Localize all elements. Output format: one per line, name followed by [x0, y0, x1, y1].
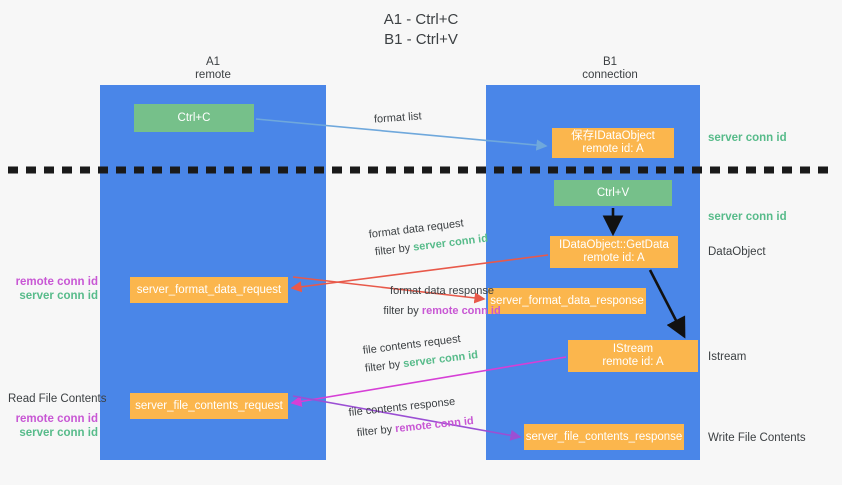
label-file-contents-response: file contents response filter by remote …: [348, 393, 474, 442]
box-server-file-contents-request[interactable]: server_file_contents_request: [130, 393, 288, 419]
label-fdres-filter-prefix: filter by: [383, 305, 422, 317]
side-label-dataobject: DataObject: [708, 246, 766, 258]
box-getdata-line1: IDataObject::GetData: [559, 239, 669, 251]
side-label-istream: Istream: [708, 351, 747, 363]
label-fcres-filter-value: remote conn id: [394, 414, 475, 436]
side-label-server-conn-id-mid: server conn id: [708, 211, 787, 223]
label-fcreq-filter-prefix: filter by: [364, 358, 405, 375]
label-format-list-text: format list: [373, 110, 423, 126]
lane-header-b1: B1 connection: [540, 56, 680, 82]
box-server-format-data-response-label: server_format_data_response: [490, 294, 644, 307]
lane-b1-sub: connection: [582, 69, 638, 81]
box-ctrl-c[interactable]: Ctrl+C: [134, 104, 254, 132]
title-line-1: A1 - Ctrl+C: [383, 11, 459, 28]
label-fcres-filter-prefix: filter by: [356, 423, 396, 440]
box-save-idataobject-line2: remote id: A: [582, 143, 644, 155]
side-label-remote-conn-id-2: remote conn id: [15, 413, 98, 425]
label-format-data-response-filter: filter by remote conn id: [337, 304, 547, 319]
side-label-remote-conn-id-1: remote conn id: [15, 276, 98, 288]
box-getdata-line2: remote id: A: [583, 252, 645, 264]
label-format-data-request: format data request filter by server con…: [368, 214, 489, 261]
side-label-read-file-contents: Read File Contents: [8, 393, 107, 405]
box-save-idataobject-line1: 保存IDataObject: [571, 130, 655, 142]
label-fdres-filter-value: remote conn id: [421, 305, 501, 317]
label-file-contents-request: file contents request filter by server c…: [362, 330, 479, 377]
box-server-format-data-response[interactable]: server_format_data_response: [488, 288, 646, 314]
box-server-file-contents-response-label: server_file_contents_response: [525, 430, 683, 443]
box-server-format-data-request[interactable]: server_format_data_request: [130, 277, 288, 303]
label-format-list: format list: [374, 109, 423, 127]
label-format-data-response-line1: format data response: [390, 285, 494, 297]
box-idataobject-getdata[interactable]: IDataObject::GetData remote id: A: [550, 236, 678, 268]
box-istream-line1: IStream: [612, 343, 654, 355]
box-istream-line2: remote id: A: [602, 356, 664, 368]
box-ctrl-c-label: Ctrl+C: [177, 111, 211, 124]
label-format-data-response: format data response filter by remote co…: [337, 284, 547, 319]
lane-a1-name: A1: [205, 56, 221, 68]
page-title: A1 - Ctrl+C B1 - Ctrl+V: [0, 10, 842, 50]
box-server-format-data-request-label: server_format_data_request: [136, 283, 282, 296]
box-ctrl-v[interactable]: Ctrl+V: [554, 180, 672, 206]
box-server-file-contents-response[interactable]: server_file_contents_response: [524, 424, 684, 450]
side-label-server-conn-id-top: server conn id: [708, 132, 787, 144]
side-label-write-file-contents: Write File Contents: [708, 432, 806, 444]
box-ctrl-v-label: Ctrl+V: [596, 186, 630, 199]
lane-a1-sub: remote: [195, 69, 231, 81]
side-label-conn-ids-upper: remote conn id server conn id: [8, 275, 98, 303]
lane-b1-name: B1: [602, 56, 618, 68]
box-save-idataobject[interactable]: 保存IDataObject remote id: A: [552, 128, 674, 158]
label-fdreq-filter-prefix: filter by: [374, 241, 414, 259]
side-label-conn-ids-lower: remote conn id server conn id: [8, 412, 98, 440]
side-label-server-conn-id-1: server conn id: [19, 290, 98, 302]
box-istream[interactable]: IStream remote id: A: [568, 340, 698, 372]
title-line-2: B1 - Ctrl+V: [384, 31, 458, 48]
side-label-server-conn-id-2: server conn id: [19, 427, 98, 439]
box-server-file-contents-request-label: server_file_contents_request: [135, 399, 283, 412]
lane-header-a1: A1 remote: [140, 56, 286, 82]
